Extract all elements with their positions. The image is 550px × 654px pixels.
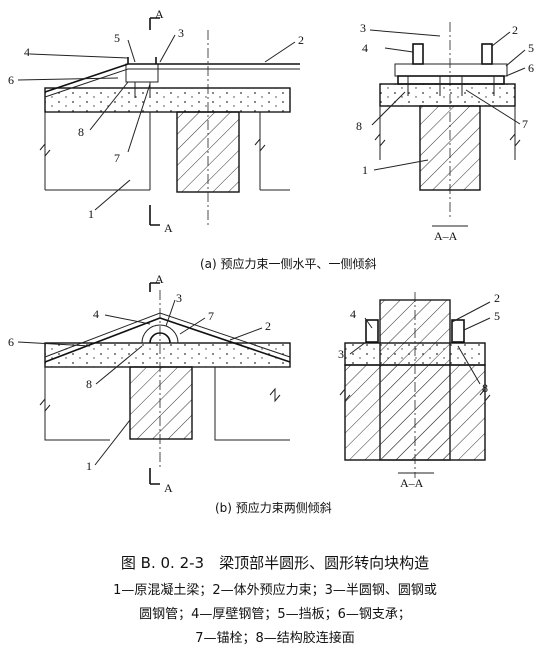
section-label: A–A (400, 476, 424, 490)
thick-steel-tube (412, 43, 424, 65)
callout-label: 4 (362, 41, 368, 55)
callout-label: 8 (78, 125, 84, 139)
callout-label: 3 (176, 291, 182, 305)
slab (44, 342, 291, 368)
section-label: A–A (434, 229, 458, 243)
legend-line: 7—锚栓；8—结构胶连接面 (195, 631, 355, 646)
legend-line: 1—原混凝土梁；2—体外预应力束；3—半圆钢、圆钢或 (113, 583, 437, 598)
slab (379, 83, 516, 107)
thick-steel-tube (365, 319, 379, 343)
callout-label: 7 (114, 151, 120, 165)
callout-label: 4 (93, 307, 99, 321)
tendon (44, 63, 300, 93)
callout-label: 1 (86, 459, 92, 473)
panel-b-section: 2 4 5 3 8 A–A (338, 291, 500, 490)
callout-label: 5 (114, 31, 120, 45)
legend-line: 圆钢管；4—厚壁钢管；5—挡板；6—钢支承； (139, 607, 411, 622)
section-mark: A (164, 221, 173, 235)
structural-detail-figure: A A 1 4 5 6 7 8 3 2 3 (8, 7, 534, 515)
section-cut-top (149, 17, 160, 30)
semicircle-deviator (141, 324, 179, 344)
callout-label: 2 (494, 291, 500, 305)
callout-label: 3 (178, 26, 184, 40)
callout-label: 5 (494, 309, 500, 323)
caption-b: (b) 预应力束两侧倾斜 (215, 500, 332, 515)
callout-label: 8 (356, 119, 362, 133)
callout-label: 5 (528, 41, 534, 55)
left-girder-outline (44, 112, 151, 191)
figure-title: 图 B. 0. 2-3 梁顶部半圆形、圆形转向块构造 (120, 554, 430, 572)
callout-label: 7 (208, 309, 214, 323)
section-mark: A (155, 7, 164, 21)
callout-label: 8 (86, 377, 92, 391)
right-girder-outline (259, 112, 290, 191)
deviator-block (125, 63, 159, 83)
callout-label: 6 (528, 61, 534, 75)
callout-label: 2 (265, 319, 271, 333)
section-mark: A (155, 272, 164, 286)
beam-web (129, 366, 193, 440)
callout-label: 4 (350, 307, 356, 321)
callout-label: 4 (24, 45, 30, 59)
section-cut-bottom (149, 205, 160, 226)
callout-label: 1 (362, 163, 368, 177)
panel-a-section: 3 4 2 5 6 7 8 1 A–A (356, 21, 534, 243)
thick-steel-tube (451, 319, 465, 343)
tendon (44, 317, 291, 363)
callout-label: 2 (298, 33, 304, 47)
panel-b-elevation: A A 3 4 7 2 6 8 1 (8, 272, 291, 495)
panel-a-elevation: A A 1 4 5 6 7 8 3 2 (8, 7, 304, 235)
callout-label: 3 (338, 347, 344, 361)
steel-support (394, 63, 508, 77)
callout-label: 7 (522, 117, 528, 131)
callout-label: 2 (512, 23, 518, 37)
callout-label: 3 (360, 21, 366, 35)
callout-label: 6 (8, 335, 14, 349)
callout-label: 8 (482, 381, 488, 395)
callout-label: 1 (88, 207, 94, 221)
slab (44, 87, 291, 113)
section-mark: A (164, 481, 173, 495)
thick-steel-tube (481, 43, 493, 65)
caption-a: (a) 预应力束一侧水平、一侧倾斜 (200, 256, 377, 271)
callout-label: 6 (8, 73, 14, 87)
